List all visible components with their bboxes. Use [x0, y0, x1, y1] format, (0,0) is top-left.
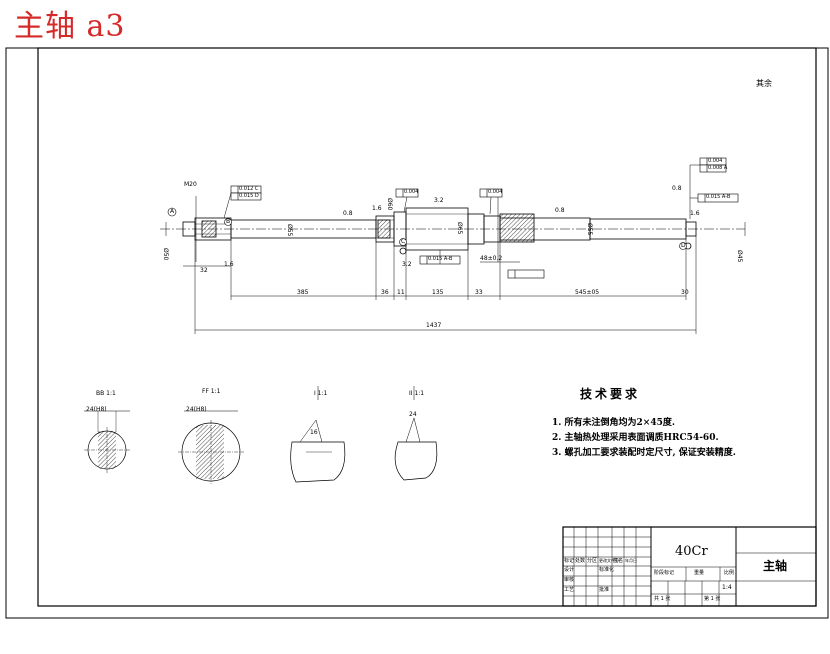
dia-5: Ø55	[586, 223, 593, 236]
tol-5: 0.015 A-B	[428, 256, 453, 262]
dim-seg6: 545±05	[575, 289, 600, 296]
roughness-4: 0.8	[555, 207, 565, 214]
dim-left-end: 32	[200, 267, 208, 274]
tb-field-15: 第 1 张	[704, 596, 721, 602]
dia-3: Ø60	[386, 198, 393, 211]
roughness-8: 1.6	[690, 210, 700, 217]
tol-7: 0.008 A	[708, 165, 728, 171]
tb-field-5: 年月日	[625, 558, 637, 563]
dim-seg4: 135	[432, 289, 444, 296]
roughness-6: 0.8	[672, 185, 682, 192]
dim-seg2: 36	[381, 289, 389, 296]
scale-value: 1:4	[722, 584, 732, 591]
dim-seg7: 30	[681, 289, 689, 296]
roughness-7: 3.2	[402, 261, 412, 268]
tech-req-item-1: 1. 所有未注倒角均为2×45度.	[552, 418, 675, 428]
section-dim-ff: 24(H8)	[186, 406, 207, 413]
roughness-1: 0.8	[343, 210, 353, 217]
section-ff	[178, 410, 244, 484]
section-dim-bb: 24(H8)	[86, 406, 107, 413]
dim-overall: 1437	[426, 322, 442, 329]
datum-a: A	[170, 208, 175, 215]
dia-1: Ø50	[162, 248, 169, 261]
datum-d: D	[681, 242, 686, 249]
section-dim-ii: 24	[409, 411, 417, 418]
section-label-bb: BB 1:1	[96, 390, 116, 397]
tb-field-10: 批准	[599, 587, 610, 593]
tb-field-13: 比例	[724, 570, 735, 576]
tol-6: 0.004	[708, 158, 723, 164]
tb-field-8: 审核	[564, 577, 575, 583]
roughness-note: 其余	[756, 79, 772, 88]
section-dim-i: 16	[310, 429, 318, 436]
shaft-view	[160, 196, 745, 262]
tb-field-3: 更改文件号	[599, 558, 619, 563]
material: 40Cr	[675, 544, 708, 559]
tech-req-item-3: 3. 螺孔加工要求装配时定尺寸, 保证安装精度.	[552, 448, 736, 458]
outer-frame	[5, 47, 829, 619]
datum-c: C	[401, 238, 406, 245]
tech-req-title: 技术要求	[580, 387, 641, 401]
section-ii	[394, 386, 438, 481]
dia-6: Ø45	[736, 250, 743, 263]
dim-keyway-right: 48±0.2	[480, 255, 503, 262]
roughness-5: 1.6	[224, 261, 234, 268]
tol-1: 0.012 C	[239, 186, 259, 192]
section-label-ff: FF 1:1	[202, 388, 221, 395]
roughness-2: 1.6	[372, 205, 382, 212]
section-bb	[84, 410, 130, 473]
tb-field-11: 阶段标记	[654, 570, 675, 576]
tol-3: 0.004	[404, 189, 419, 195]
tol-4: 0.004	[488, 189, 503, 195]
tb-field-7: 标准化	[599, 567, 615, 573]
dim-seg1: 385	[297, 289, 309, 296]
tb-field-12: 重量	[694, 570, 705, 576]
leader-lines	[223, 164, 700, 264]
dim-seg5: 33	[475, 289, 483, 296]
dia-2: Ø55	[286, 224, 293, 237]
tb-field-2: 分区	[587, 558, 598, 564]
tech-req-item-2: 2. 主轴热处理采用表面调质HRC54-60.	[552, 433, 719, 443]
datum-b: B	[226, 218, 231, 225]
datum-symbols	[167, 207, 687, 250]
drawing-title: 主轴 a3	[14, 9, 126, 44]
tb-field-6: 设计	[564, 567, 575, 573]
tb-field-4: 签名	[613, 558, 624, 564]
tol-8: 0.015 A-B	[706, 194, 731, 200]
part-name: 主轴	[763, 559, 788, 573]
tb-field-14: 共 1 张	[654, 596, 671, 602]
tol-2: 0.015 D	[239, 193, 259, 199]
section-label-i: I 1:1	[314, 390, 328, 397]
dimension-lines	[165, 222, 746, 334]
roughness-3: 3.2	[434, 197, 444, 204]
dim-thread-left: M20	[184, 181, 197, 188]
title-block	[562, 526, 817, 607]
dia-4: Ø65	[456, 222, 463, 235]
section-i	[290, 386, 346, 483]
section-label-ii: II 1:1	[409, 390, 425, 397]
tb-field-0: 标记	[564, 558, 575, 564]
tb-field-9: 工艺	[564, 587, 575, 593]
dim-seg3: 11	[397, 289, 405, 296]
inner-frame	[37, 47, 817, 607]
tb-field-1: 处数	[575, 558, 586, 564]
